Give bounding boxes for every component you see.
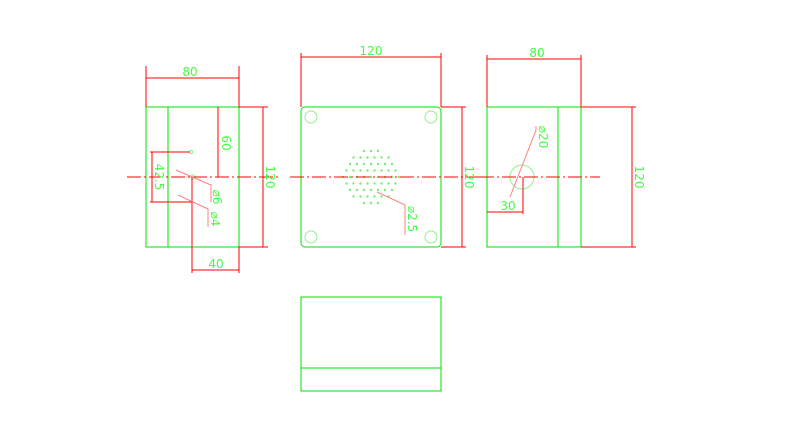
speaker-hole — [359, 182, 362, 185]
speaker-hole — [383, 188, 387, 192]
leader-dia-small — [177, 194, 209, 227]
speaker-hole — [380, 156, 383, 159]
speaker-hole — [390, 188, 394, 192]
speaker-hole — [373, 169, 376, 172]
speaker-hole — [380, 182, 383, 185]
speaker-hole-pattern — [341, 149, 401, 205]
leader-hole-dia — [509, 126, 537, 198]
dim-label-width: 80 — [182, 65, 197, 79]
speaker-hole — [376, 188, 380, 192]
speaker-hole — [345, 182, 348, 185]
speaker-hole — [348, 162, 352, 166]
speaker-hole — [355, 162, 359, 166]
dim-label-dia-small: ⌀4 — [208, 212, 222, 227]
speaker-hole — [362, 188, 366, 192]
speaker-hole — [369, 149, 373, 153]
speaker-hole — [345, 169, 348, 172]
speaker-hole — [355, 188, 359, 192]
right-view: 80 120 30 ⌀20 — [480, 46, 646, 248]
speaker-hole — [369, 175, 373, 179]
speaker-hole — [387, 169, 390, 172]
dim-label-offset: 40 — [208, 257, 223, 271]
dim-label-offset: 30 — [500, 199, 515, 213]
speaker-hole — [380, 169, 383, 172]
speaker-hole — [366, 182, 369, 185]
speaker-hole — [376, 149, 380, 153]
speaker-hole — [359, 156, 362, 159]
speaker-hole — [383, 162, 387, 166]
dim-label-hole-dia: ⌀20 — [536, 126, 550, 149]
speaker-hole — [390, 162, 394, 166]
dim-label-width: 80 — [529, 46, 544, 60]
speaker-hole — [373, 182, 376, 185]
speaker-hole — [397, 175, 401, 179]
speaker-hole — [376, 162, 380, 166]
speaker-hole — [359, 195, 362, 198]
dim-label-hole-spacing: 42.5 — [152, 164, 166, 191]
leader-hole-dia — [376, 191, 406, 235]
mounting-hole — [424, 230, 438, 244]
speaker-hole — [373, 195, 376, 198]
speaker-hole — [387, 182, 390, 185]
bottom-view — [300, 296, 442, 392]
speaker-hole — [348, 188, 352, 192]
mounting-hole — [424, 110, 438, 124]
speaker-hole — [362, 149, 366, 153]
leader-dia-large — [175, 169, 212, 202]
mounting-hole — [304, 110, 318, 124]
speaker-hole — [352, 169, 355, 172]
dim-label-height: 120 — [632, 166, 646, 189]
speaker-hole — [387, 156, 390, 159]
dim-label-dia-large: ⌀6 — [210, 190, 224, 205]
speaker-hole — [352, 195, 355, 198]
dim-label-hole-dia: ⌀2.5 — [405, 206, 419, 232]
speaker-hole — [380, 195, 383, 198]
speaker-hole — [362, 201, 366, 205]
speaker-hole — [369, 188, 373, 192]
speaker-hole — [348, 175, 352, 179]
speaker-hole — [359, 169, 362, 172]
speaker-hole — [373, 156, 376, 159]
dim-label-width: 120 — [360, 44, 383, 58]
speaker-hole — [352, 156, 355, 159]
speaker-hole — [352, 182, 355, 185]
speaker-hole — [366, 195, 369, 198]
speaker-hole — [394, 169, 397, 172]
speaker-hole — [394, 182, 397, 185]
speaker-hole — [376, 201, 380, 205]
speaker-hole — [366, 169, 369, 172]
speaker-hole — [366, 156, 369, 159]
front-view: 120 120 ⌀2.5 — [290, 44, 480, 248]
left-view: 80 60 120 42.5 40 ⌀6 ⌀4 — [127, 65, 278, 273]
dim-label-hole-depth: 60 — [219, 135, 233, 150]
dim-label-height: 120 — [263, 166, 277, 189]
speaker-hole — [362, 162, 366, 166]
speaker-hole — [369, 201, 373, 205]
mounting-hole — [304, 230, 318, 244]
dim-label-height: 120 — [462, 166, 476, 189]
speaker-hole — [369, 162, 373, 166]
bottom-view-outline — [300, 296, 442, 392]
